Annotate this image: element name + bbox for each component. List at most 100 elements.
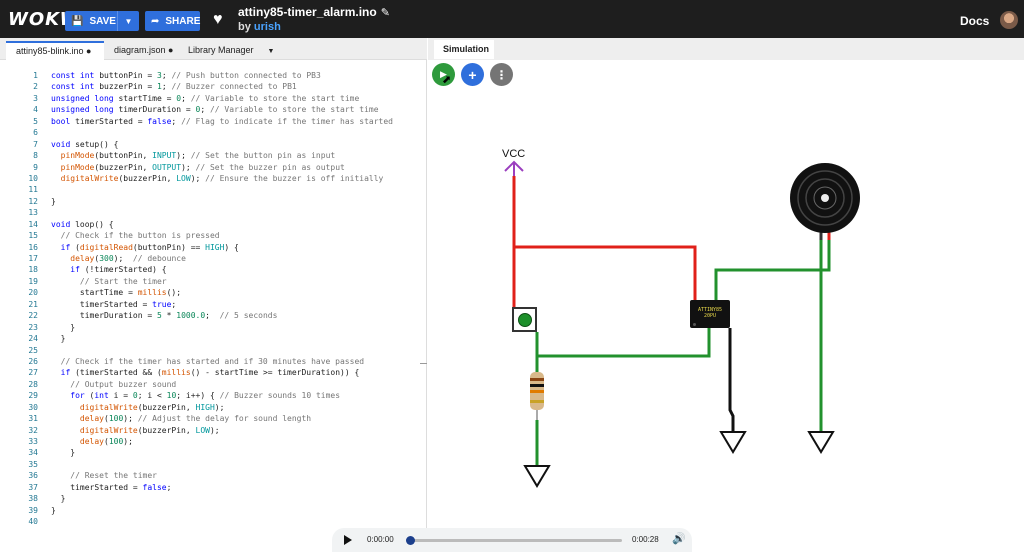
code-line[interactable]: for (int i = 0; i < 10; i++) { // Buzzer… <box>70 391 341 401</box>
line-number: 36 <box>28 471 38 481</box>
code-line[interactable]: } <box>51 448 76 458</box>
pencil-icon[interactable]: ✎ <box>380 7 390 19</box>
chevron-down-icon[interactable]: ▼ <box>267 48 275 55</box>
code-line[interactable]: pinMode(buzzerPin, OUTPUT); // Set the b… <box>60 162 345 172</box>
code-line[interactable]: digitalWrite(buzzerPin, LOW); <box>79 425 220 435</box>
player-duration: 0:00:28 <box>632 535 659 544</box>
line-number: 24 <box>28 334 38 344</box>
line-number: 26 <box>28 356 38 366</box>
more-options-button[interactable]: ⋮ <box>490 63 513 86</box>
simulation-tabs <box>428 38 1024 60</box>
share-label: SHARE <box>165 15 201 27</box>
buzzer[interactable] <box>790 163 860 240</box>
code-line[interactable]: digitalWrite(buzzerPin, LOW); // Ensure … <box>60 173 384 183</box>
code-line[interactable]: unsigned long timerDuration = 0; // Vari… <box>51 105 379 115</box>
code-line[interactable]: // Check if the button is pressed <box>60 231 220 241</box>
tab-library-manager[interactable]: Library Manager▼ <box>178 41 284 60</box>
line-number: 30 <box>28 402 38 412</box>
code-line[interactable]: } <box>51 196 56 206</box>
tab-diagram-json[interactable]: diagram.json ● <box>114 45 174 55</box>
code-line[interactable]: timerDuration = 5 * 1000.0; // 5 seconds <box>51 311 278 321</box>
wire-chip-button <box>535 328 711 358</box>
ground-symbol-3 <box>807 431 835 454</box>
project-author: by urish <box>238 21 281 33</box>
docs-link[interactable]: Docs <box>960 14 990 28</box>
line-number: 37 <box>28 482 38 492</box>
heart-icon[interactable]: ♥ <box>213 11 223 28</box>
player-progress-knob[interactable] <box>406 536 415 545</box>
line-number: 20 <box>28 288 38 298</box>
wire-chip-gnd <box>728 328 735 432</box>
line-number: 28 <box>28 379 38 389</box>
code-line[interactable]: delay(300); // debounce <box>70 254 186 263</box>
line-number: 9 <box>33 162 38 172</box>
player-progress-bar[interactable] <box>407 539 622 542</box>
pushbutton-cap[interactable] <box>518 313 532 327</box>
project-name: attiny85-timer_alarm.ino <box>238 5 377 19</box>
code-line[interactable]: timerStarted = false; <box>51 482 172 492</box>
code-line[interactable]: } <box>51 322 76 332</box>
avatar[interactable] <box>1000 11 1018 29</box>
pushbutton[interactable] <box>512 307 537 332</box>
line-number: 19 <box>28 276 38 286</box>
plus-icon: + <box>468 66 477 83</box>
code-line[interactable]: } <box>51 334 66 344</box>
share-button[interactable]: ➦ SHARE <box>145 11 200 31</box>
code-line[interactable]: startTime = millis(); <box>51 288 182 298</box>
code-line[interactable]: // Reset the timer <box>70 471 157 481</box>
code-line[interactable]: if (timerStarted && (millis() - startTim… <box>60 368 360 378</box>
code-line[interactable]: // Check if the timer has started and if… <box>60 356 365 366</box>
editor-tabs: attiny85-blink.ino ● diagram.json ● Libr… <box>0 38 427 60</box>
code-line[interactable]: // Start the timer <box>79 276 167 286</box>
ground-symbol-2 <box>719 431 747 454</box>
code-line[interactable]: digitalWrite(buzzerPin, HIGH); <box>79 402 225 412</box>
tab-attiny85-blink[interactable]: attiny85-blink.ino ● <box>6 41 104 60</box>
vcc-label: VCC <box>502 148 526 160</box>
add-part-button[interactable]: + <box>461 63 484 86</box>
code-line[interactable]: pinMode(buttonPin, INPUT); // Set the bu… <box>60 151 336 161</box>
code-line[interactable]: bool timerStarted = false; // Flag to in… <box>51 116 393 126</box>
project-title[interactable]: attiny85-timer_alarm.ino✎ <box>238 5 390 19</box>
code-line[interactable]: void loop() { <box>51 219 114 229</box>
mouse-cursor-icon: ⬈ <box>442 74 452 86</box>
line-number: 22 <box>28 311 38 321</box>
tab-simulation[interactable]: Simulation <box>434 40 494 59</box>
code-text[interactable]: const int buttonPin = 3; // Push button … <box>51 70 411 528</box>
save-button[interactable]: 💾 SAVE ▼ <box>65 11 139 31</box>
ground-symbol-1 <box>523 465 551 488</box>
line-number: 8 <box>33 151 38 161</box>
code-line[interactable]: delay(100); <box>79 437 133 446</box>
line-number: 33 <box>28 437 38 446</box>
line-number: 32 <box>28 425 38 435</box>
code-line[interactable]: } <box>51 494 66 504</box>
line-number: 40 <box>28 517 38 527</box>
line-number: 16 <box>28 242 38 252</box>
player-play-icon[interactable] <box>344 535 352 545</box>
code-line[interactable]: timerStarted = true; <box>51 299 177 309</box>
attiny85-chip[interactable]: ATTINY85 20PU <box>690 300 730 328</box>
pin1-dot <box>693 323 696 326</box>
line-number: 1 <box>33 71 38 80</box>
line-number: 14 <box>28 219 38 229</box>
author-link[interactable]: urish <box>253 21 281 33</box>
code-line[interactable]: if (digitalRead(buttonPin) == HIGH) { <box>60 242 239 252</box>
code-line[interactable]: void setup() { <box>51 139 119 149</box>
line-number: 15 <box>28 231 38 241</box>
code-line[interactable]: } <box>51 505 56 515</box>
line-number: 17 <box>28 254 38 263</box>
resistor[interactable] <box>530 372 544 410</box>
code-line[interactable]: unsigned long startTime = 0; // Variable… <box>51 93 360 103</box>
code-line[interactable]: const int buzzerPin = 1; // Buzzer conne… <box>51 82 297 92</box>
code-line[interactable]: // Output buzzer sound <box>70 379 177 389</box>
line-number: 27 <box>28 368 38 378</box>
line-number: 23 <box>28 322 38 332</box>
code-line[interactable]: if (!timerStarted) { <box>70 265 167 275</box>
save-dropdown-icon[interactable]: ▼ <box>117 11 139 31</box>
code-line[interactable]: const int buttonPin = 3; // Push button … <box>51 71 321 80</box>
start-simulation-button[interactable]: ▶ <box>432 63 455 86</box>
code-line[interactable]: delay(100); // Adjust the delay for soun… <box>79 414 312 424</box>
volume-icon[interactable]: 🔊 <box>672 533 686 545</box>
line-number: 21 <box>28 299 38 309</box>
